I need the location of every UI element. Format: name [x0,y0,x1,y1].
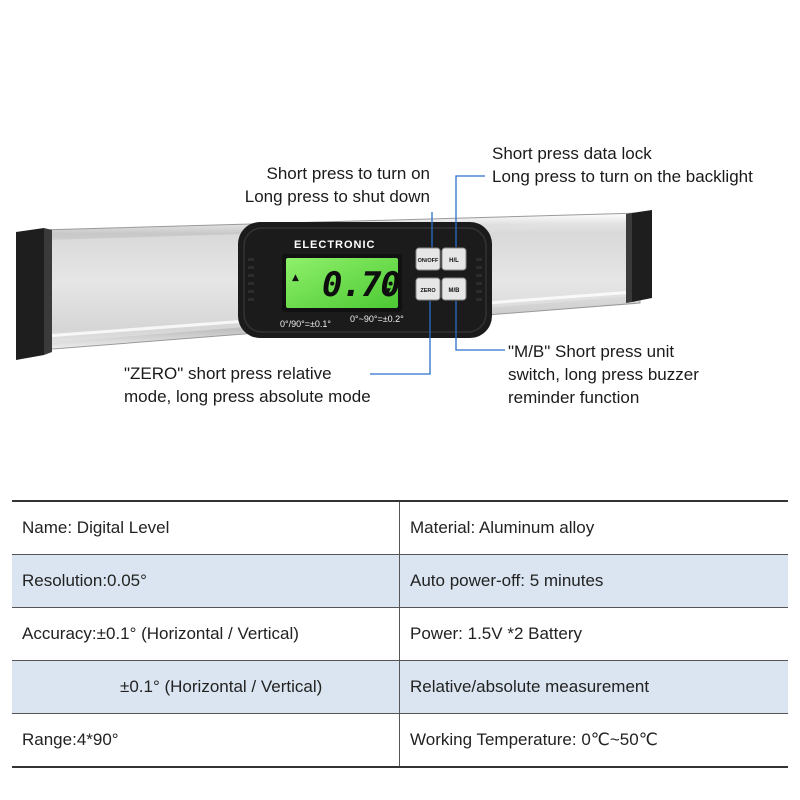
left-end-cap [16,228,52,360]
tolerance-left-label: 0°/90°=±0.1° [280,319,331,329]
spec-material: Material: Aluminum alloy [399,501,788,555]
mode-callout-line [455,301,505,351]
tolerance-right-label: 0°~90°=±0.2° [350,314,404,324]
zero-callout-line-1: "ZERO" short press relative [124,364,332,383]
table-row: Name: Digital Level Material: Aluminum a… [12,501,788,555]
spec-range: Range:4*90° [12,713,400,767]
spec-auto-power-off: Auto power-off: 5 minutes [399,554,788,608]
hold-button-label: H/L [449,258,459,264]
zero-callout: "ZERO" short press relative mode, long p… [124,362,371,408]
spec-power: Power: 1.5V *2 Battery [399,607,788,661]
spec-name: Name: Digital Level [12,501,400,555]
zero-button-label: ZERO [420,288,436,294]
spec-resolution: Resolution:0.05° [12,554,400,608]
spec-working-temperature: Working Temperature: 0℃~50℃ [399,713,788,767]
digital-level-illustration: ELECTRONIC ▲ 0.70 ▼ 0°/90°=±0.1° 0°~90°=… [16,175,652,375]
power-callout: Short press to turn on Long press to shu… [220,162,430,208]
lcd-up-arrow: ▲ [292,273,299,283]
lcd-down-arrow: ▼ [384,287,391,297]
zero-button[interactable]: ZERO [415,277,441,301]
callout-lines [370,175,505,375]
lcd-screen [282,254,402,312]
power-callout-line-1: Short press to turn on [266,164,430,183]
spec-measurement-mode: Relative/absolute measurement [399,660,788,714]
power-callout-line-2: Long press to shut down [244,187,430,206]
table-row: Range:4*90° Working Temperature: 0℃~50℃ [12,713,788,767]
mode-callout-line-1: "M/B" Short press unit [508,342,675,361]
mode-callout: "M/B" Short press unit switch, long pres… [508,340,699,409]
right-end-cap [626,210,652,303]
on-off-button-label: ON/OFF [418,258,439,264]
zero-callout-line [370,301,431,375]
hold-callout-line [455,175,485,247]
table-row: ±0.1° (Horizontal / Vertical) Relative/a… [12,660,788,714]
brand-label: ELECTRONIC [294,239,376,251]
spec-accuracy: Accuracy:±0.1° (Horizontal / Vertical) [12,607,400,661]
table-row: Accuracy:±0.1° (Horizontal / Vertical) P… [12,607,788,661]
lcd-reading: 0.70 [322,265,400,305]
mode-callout-line-2: switch, long press buzzer [508,365,699,384]
table-row: Resolution:0.05° Auto power-off: 5 minut… [12,554,788,608]
mode-callout-line-3: reminder function [508,388,640,407]
spec-table: Name: Digital Level Material: Aluminum a… [12,500,788,768]
mode-button[interactable]: M/B [441,277,467,301]
zero-callout-line-2: mode, long press absolute mode [124,387,371,406]
hold-callout: Short press data lock Long press to turn… [492,142,753,188]
spec-accuracy-continued: ±0.1° (Horizontal / Vertical) [12,660,400,714]
hold-callout-line-2: Long press to turn on the backlight [492,167,753,186]
hold-button[interactable]: H/L [441,247,467,271]
mode-button-label: M/B [449,288,461,294]
hold-callout-line-1: Short press data lock [492,144,652,163]
on-off-button[interactable]: ON/OFF [415,247,441,271]
